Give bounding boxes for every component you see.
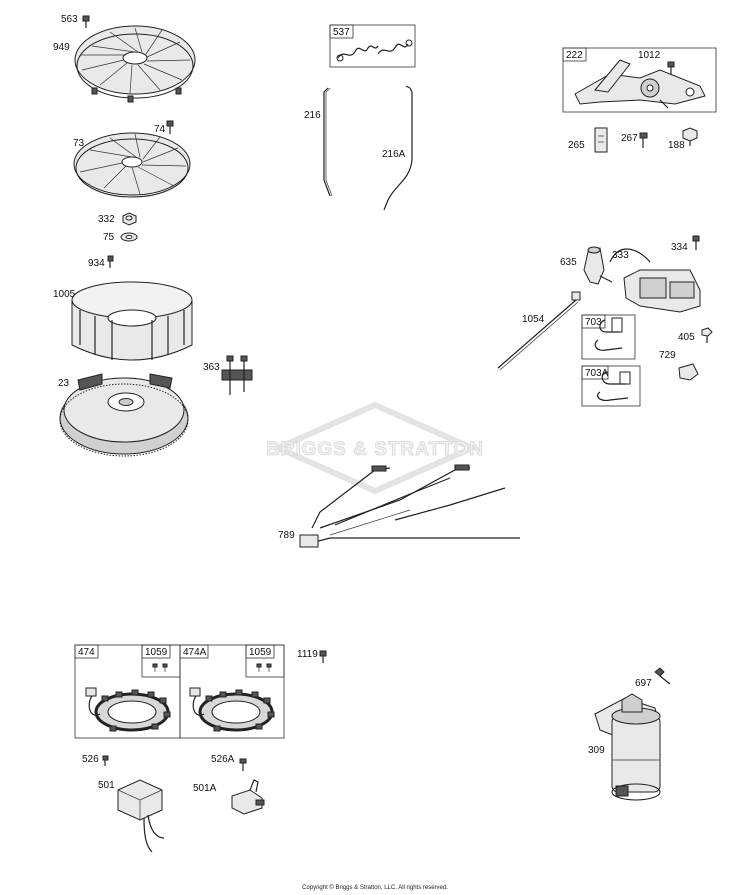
part-332-nut[interactable]: [122, 212, 137, 226]
part-73-fan[interactable]: [73, 132, 191, 198]
part-703A-clip[interactable]: [597, 371, 631, 401]
part-74-screw[interactable]: [166, 120, 174, 134]
label-222: 222: [566, 50, 583, 61]
label-334: 334: [671, 242, 688, 253]
label-1054: 1054: [522, 314, 545, 325]
label-563: 563: [61, 14, 78, 25]
label-474A: 474A: [183, 647, 207, 658]
part-216-link[interactable]: [323, 87, 333, 197]
box-703: [581, 314, 636, 360]
box-474A: [179, 644, 285, 739]
part-188-screw[interactable]: [682, 127, 698, 146]
part-537-springs[interactable]: [336, 39, 413, 62]
box-474A-tab: [179, 644, 209, 659]
label-789: 789: [278, 530, 295, 541]
box-474-1059-tab: [141, 644, 171, 659]
part-563-screw[interactable]: [82, 15, 90, 28]
label-949: 949: [53, 42, 70, 53]
label-75: 75: [103, 232, 115, 243]
part-526A-screw[interactable]: [239, 758, 247, 771]
box-703-tab: [581, 314, 606, 329]
label-267: 267: [621, 133, 638, 144]
part-729-connector[interactable]: [678, 363, 699, 381]
copyright-notice: Copyright © Briggs & Stratton, LLC. All …: [302, 885, 448, 891]
label-363: 363: [203, 362, 220, 373]
part-635-spark-plug-boot[interactable]: [583, 246, 613, 285]
box-474-tab: [74, 644, 99, 659]
label-216: 216: [304, 110, 321, 121]
part-1119-screw[interactable]: [319, 650, 327, 663]
part-75-washer[interactable]: [120, 232, 138, 242]
part-222-governor-control[interactable]: [574, 59, 706, 109]
label-1005: 1005: [53, 289, 76, 300]
part-949-blower-screen[interactable]: [74, 25, 196, 103]
watermark-text: BRIGGS & STRATTON: [266, 439, 484, 460]
part-1012-screw[interactable]: [667, 61, 675, 74]
label-474-1059: 1059: [145, 647, 168, 658]
part-23-flywheel[interactable]: [59, 373, 189, 457]
label-501: 501: [98, 780, 115, 791]
part-703-clip[interactable]: [594, 317, 623, 351]
part-697-screw[interactable]: [654, 667, 671, 685]
part-267-screw[interactable]: [639, 132, 648, 148]
label-703A: 703A: [585, 368, 609, 379]
label-934: 934: [88, 258, 105, 269]
part-265-bracket[interactable]: [594, 127, 608, 153]
part-501A-regulator[interactable]: [231, 779, 265, 815]
label-309: 309: [588, 745, 605, 756]
part-334-screw[interactable]: [692, 235, 700, 250]
label-73: 73: [73, 138, 85, 149]
label-703: 703: [585, 317, 602, 328]
box-222-tab: [562, 47, 587, 62]
box-703A: [581, 365, 641, 407]
label-697: 697: [635, 678, 652, 689]
box-222: [562, 47, 717, 113]
callout-labels: 563 949 74 73 332 75 934 1005 23 363 537…: [53, 14, 695, 794]
part-789-wire-harness[interactable]: [299, 464, 520, 548]
label-188: 188: [668, 140, 685, 151]
part-474-alternator[interactable]: [85, 687, 171, 732]
part-309-starter-motor[interactable]: [594, 693, 661, 801]
label-265: 265: [568, 140, 585, 151]
part-405-screw[interactable]: [701, 327, 713, 343]
label-1119: 1119: [297, 649, 318, 660]
label-729: 729: [659, 350, 676, 361]
label-74: 74: [154, 124, 166, 135]
part-474A-alternator[interactable]: [189, 687, 275, 732]
part-216A-link[interactable]: [383, 85, 413, 211]
part-363-terminal[interactable]: [221, 355, 253, 395]
label-333: 333: [612, 250, 629, 261]
label-537: 537: [333, 27, 350, 38]
label-635: 635: [560, 257, 577, 268]
part-474-1059-screws[interactable]: [152, 663, 168, 672]
label-474: 474: [78, 647, 95, 658]
box-474A-1059-tab: [245, 644, 275, 659]
part-474A-1059-screws[interactable]: [256, 663, 272, 672]
part-501-regulator[interactable]: [117, 779, 165, 853]
watermark-logo: BRIGGS & STRATTON: [266, 401, 484, 495]
box-537-tab: [329, 24, 354, 39]
label-526A: 526A: [211, 754, 235, 765]
label-405: 405: [678, 332, 695, 343]
part-1005-flywheel-fan[interactable]: [71, 281, 193, 361]
label-1012: 1012: [638, 50, 661, 61]
label-23: 23: [58, 378, 70, 389]
part-526-screw[interactable]: [102, 755, 109, 766]
part-333-ignition-armature[interactable]: [609, 248, 701, 313]
label-474A-1059: 1059: [249, 647, 272, 658]
label-501A: 501A: [193, 783, 217, 794]
label-526: 526: [82, 754, 99, 765]
box-537: [329, 24, 416, 68]
part-934-screw[interactable]: [107, 255, 114, 268]
part-1054-tie-strap[interactable]: [497, 291, 581, 371]
label-332: 332: [98, 214, 115, 225]
label-216A: 216A: [382, 149, 406, 160]
